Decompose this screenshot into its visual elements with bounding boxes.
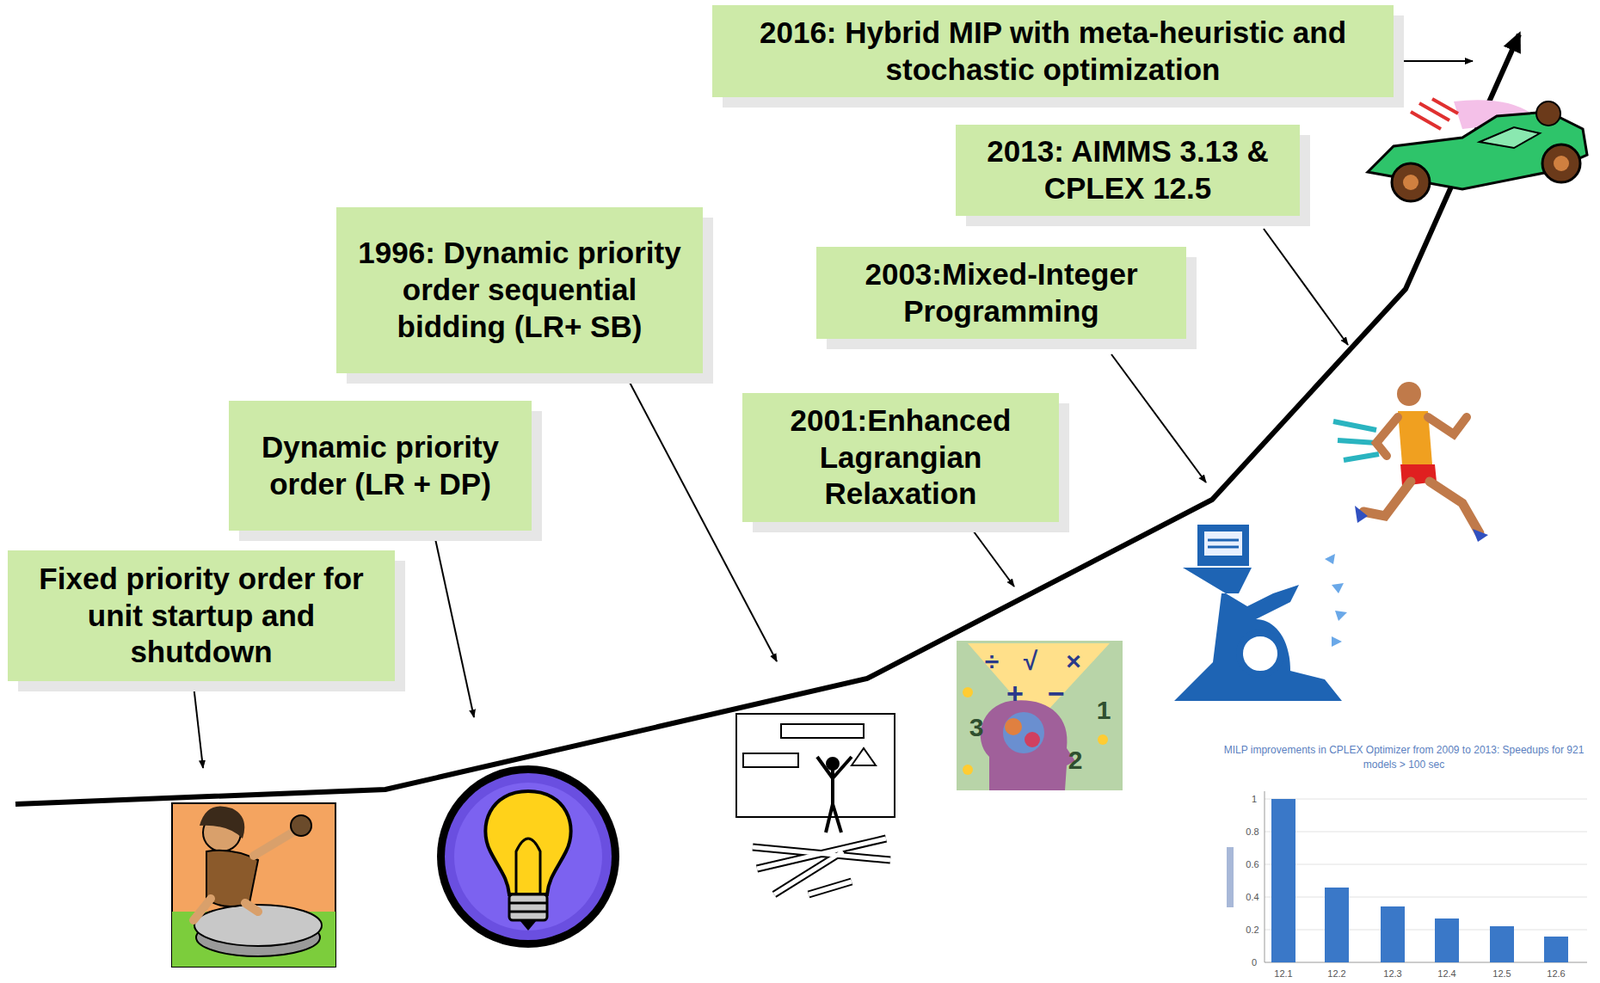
speedup-bar-chart	[1212, 774, 1592, 979]
milestone-box: 1996: Dynamic priority order sequential …	[336, 207, 703, 374]
callout-number: 2	[1068, 745, 1084, 776]
axis-tick: 12.1	[1273, 968, 1293, 979]
milestone-text: 1996: Dynamic priority order sequential …	[348, 234, 691, 345]
axis-tick: 0.4	[1245, 892, 1259, 903]
callout-number: 3	[969, 713, 985, 743]
progress-curve	[15, 34, 1520, 805]
milestone-box: 2016: Hybrid MIP with meta-heuristic and…	[712, 5, 1394, 98]
axis-tick: 1	[1251, 793, 1257, 805]
milestone-box: Dynamic priority order (LR + DP)	[228, 400, 532, 531]
lightbulb-clipart	[436, 765, 620, 948]
axis-tick: 12.6	[1546, 968, 1565, 979]
math-symbol: +	[1006, 676, 1024, 711]
axis-tick: 0	[1251, 957, 1257, 968]
math-symbol: ×	[1065, 646, 1082, 677]
milestone-text: 2016: Hybrid MIP with meta-heuristic and…	[724, 14, 1382, 88]
runner-clipart	[1333, 381, 1489, 542]
milestone-text: 2003:Mixed-Integer Programming	[828, 256, 1175, 330]
milestone-text: Dynamic priority order (LR + DP)	[240, 429, 520, 503]
milestone-box: 2003:Mixed-Integer Programming	[816, 246, 1187, 339]
milestone-box: 2001:Enhanced Lagrangian Relaxation	[742, 393, 1059, 523]
milestone-box: 2013: AIMMS 3.13 & CPLEX 12.5	[955, 124, 1300, 216]
math-symbol: ÷	[984, 646, 999, 677]
callout-number: 1	[1096, 695, 1112, 726]
chart-title: MILP improvements in CPLEX Optimizer fro…	[1223, 743, 1585, 773]
milestone-text: 2013: AIMMS 3.13 & CPLEX 12.5	[967, 133, 1288, 207]
axis-tick: 0.8	[1245, 826, 1259, 837]
milestone-text: Fixed priority order for unit startup an…	[19, 560, 383, 671]
exercise-machine-clipart	[1174, 524, 1348, 702]
caveman-clipart	[172, 803, 336, 967]
axis-tick: 0.2	[1245, 924, 1259, 936]
whiteboard-clipart	[736, 713, 895, 895]
axis-tick: 0.6	[1245, 859, 1259, 870]
axis-tick: 12.5	[1492, 968, 1511, 979]
race-car-clipart	[1367, 98, 1588, 202]
milestone-box: Fixed priority order for unit startup an…	[7, 550, 395, 682]
math-symbol: −	[1047, 676, 1065, 711]
milestone-text: 2001:Enhanced Lagrangian Relaxation	[754, 402, 1047, 513]
math-symbol: √	[1023, 646, 1038, 677]
axis-tick: 12.4	[1437, 968, 1456, 979]
axis-tick: 12.2	[1327, 968, 1346, 979]
thinking-head-clipart	[956, 640, 1123, 791]
axis-tick: 12.3	[1383, 968, 1402, 979]
